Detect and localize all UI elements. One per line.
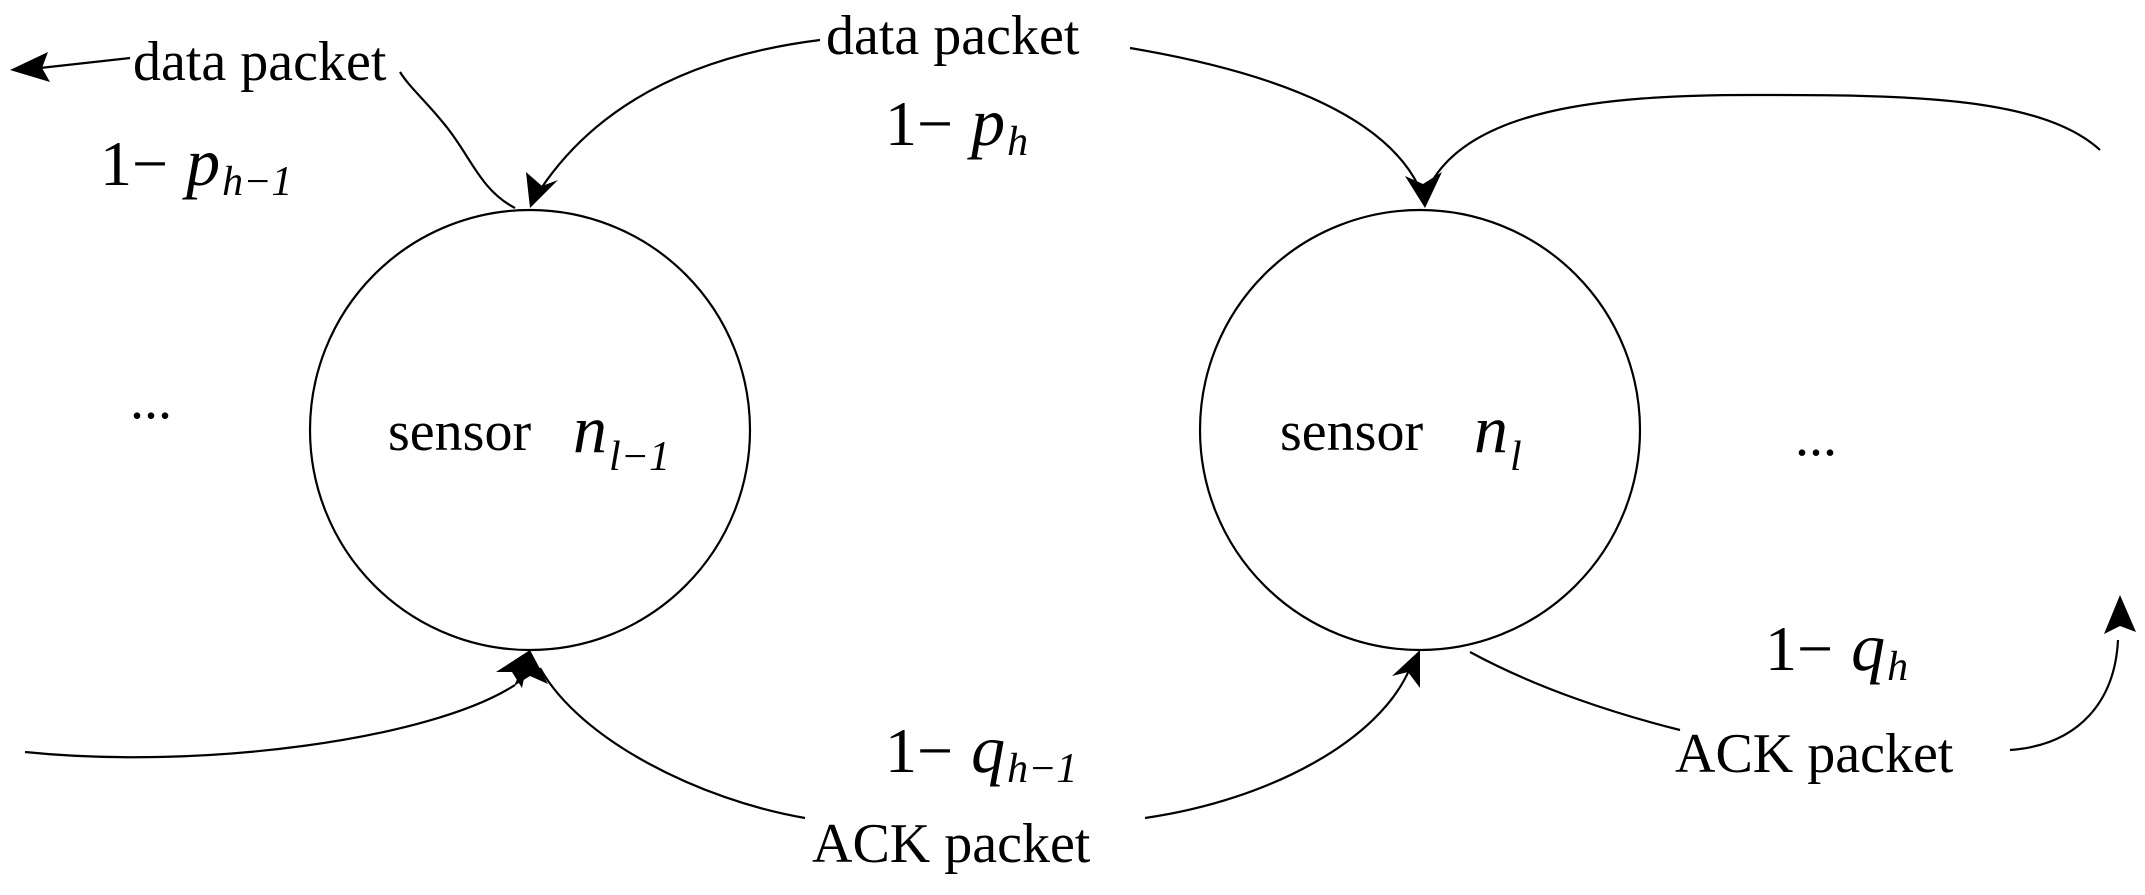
prob-q-h-minus-1: 1− qh−1 [885, 711, 1077, 792]
arrowhead-ack-mid-right [1392, 650, 1420, 688]
prob-p-h-prefix: 1− [885, 88, 953, 159]
edge-data-mid [539, 38, 1419, 191]
prob-p-h-symbol: p [967, 84, 1005, 160]
sensor-right-symbol: nl [1474, 391, 1522, 480]
arrowhead-data-left-out [10, 52, 50, 82]
edge-ack-left-in [24, 684, 516, 759]
sensor-left-n: n [573, 391, 607, 467]
prob-q-h-subscript: h [1887, 644, 1908, 690]
sensor-left-subscript: l−1 [609, 434, 670, 480]
sensor-right-label: sensor [1280, 401, 1423, 463]
prob-p-h: 1−ph [885, 84, 1028, 165]
sensor-right-n: n [1474, 391, 1508, 467]
sensor-left-label: sensor [388, 401, 531, 463]
label-ack-packet-mid: ACK packet [812, 813, 1091, 875]
prob-q-h-minus-1-prefix: 1− [885, 715, 953, 786]
prob-q-h-prefix: 1− [1765, 613, 1833, 684]
ellipsis-left: ... [130, 369, 172, 431]
prob-q-h-minus-1-subscript: h−1 [1007, 746, 1077, 792]
prob-q-h: 1− qh [1765, 609, 1908, 690]
label-data-packet-mid: data packet [826, 5, 1080, 67]
edge-ack-right-out [1469, 639, 2120, 752]
prob-p-h-minus-1-prefix: 1− [100, 128, 168, 199]
label-data-packet-left: data packet [133, 31, 387, 93]
prob-p-h-minus-1: 1−ph−1 [100, 124, 292, 205]
label-ack-packet-right: ACK packet [1675, 723, 1954, 785]
prob-p-h-subscript: h [1007, 119, 1028, 165]
arrowhead-ack-mid-left [514, 650, 548, 686]
prob-p-h-minus-1-symbol: p [182, 124, 220, 200]
sensor-left-symbol: nl−1 [573, 391, 670, 480]
arrowhead-data-into-right [1405, 172, 1442, 208]
prob-p-h-minus-1-subscript: h−1 [222, 159, 292, 205]
edge-data-left-out [399, 71, 516, 209]
ellipsis-right: ... [1795, 406, 1837, 468]
prob-q-h-symbol: q [1851, 609, 1885, 685]
sensor-right-subscript: l [1510, 434, 1522, 480]
arrowhead-data-mid [526, 172, 558, 208]
edge-ack-mid [539, 667, 1412, 820]
edge-data-right-in [1429, 93, 2101, 186]
prob-q-h-minus-1-symbol: q [971, 711, 1005, 787]
edge-data-left-arrow-line [39, 56, 131, 70]
arrowhead-ack-right-out [2104, 595, 2136, 634]
